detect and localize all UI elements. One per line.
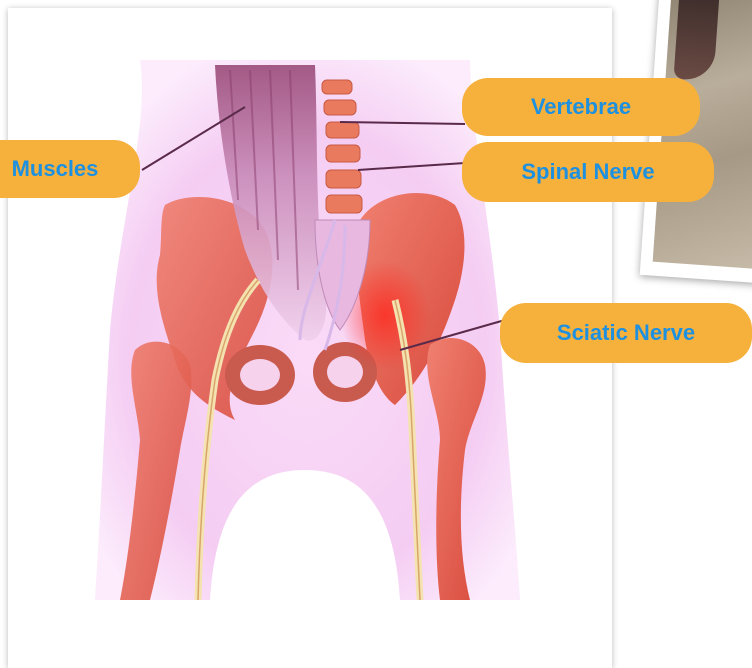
- vertebrae-label: Vertebrae: [462, 78, 700, 136]
- muscles-label: Muscles: [0, 140, 140, 198]
- sciatic-nerve-label: Sciatic Nerve: [500, 303, 752, 363]
- spinal-nerve-label: Spinal Nerve: [462, 142, 714, 202]
